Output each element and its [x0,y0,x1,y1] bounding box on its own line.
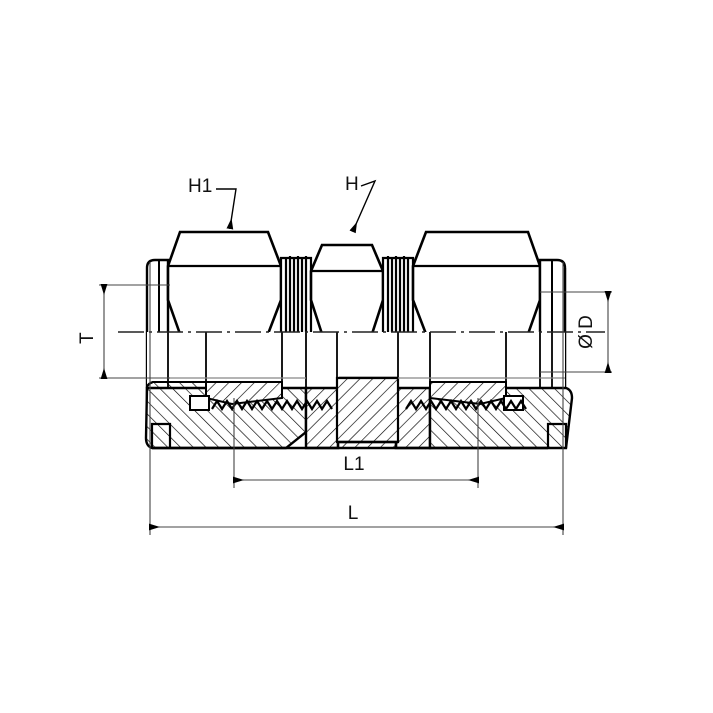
right-internal-thread [405,398,527,412]
right-ferrule [429,381,507,406]
right-thread-band [381,256,415,336]
left-internal-thread [211,398,333,412]
label-l1: L1 [343,454,364,475]
label-h1: H1 [188,176,212,197]
right-lower-step [546,422,568,448]
left-lower-step [145,380,172,448]
leader-h [349,179,377,234]
left-seal-block [189,395,210,411]
center-stem-section [335,376,400,444]
dimension-l [149,262,564,535]
dimension-t [99,284,170,379]
label-h: H [345,174,359,195]
bore-cavity [147,332,565,388]
left-thread-band [279,256,313,336]
bore-step-lines [167,332,553,388]
dimension-l1 [233,398,479,488]
dimension-diameter [540,291,612,373]
left-hex-nut [166,230,283,336]
bottom-outline [152,440,548,450]
label-diameter: Ø D [576,315,597,349]
label-l: L [348,503,359,524]
leader-h1 [216,188,237,230]
section-lower-half [144,332,574,450]
center-hex-body [309,243,385,336]
right-hex-nut [411,230,542,336]
label-t: T [77,332,98,344]
